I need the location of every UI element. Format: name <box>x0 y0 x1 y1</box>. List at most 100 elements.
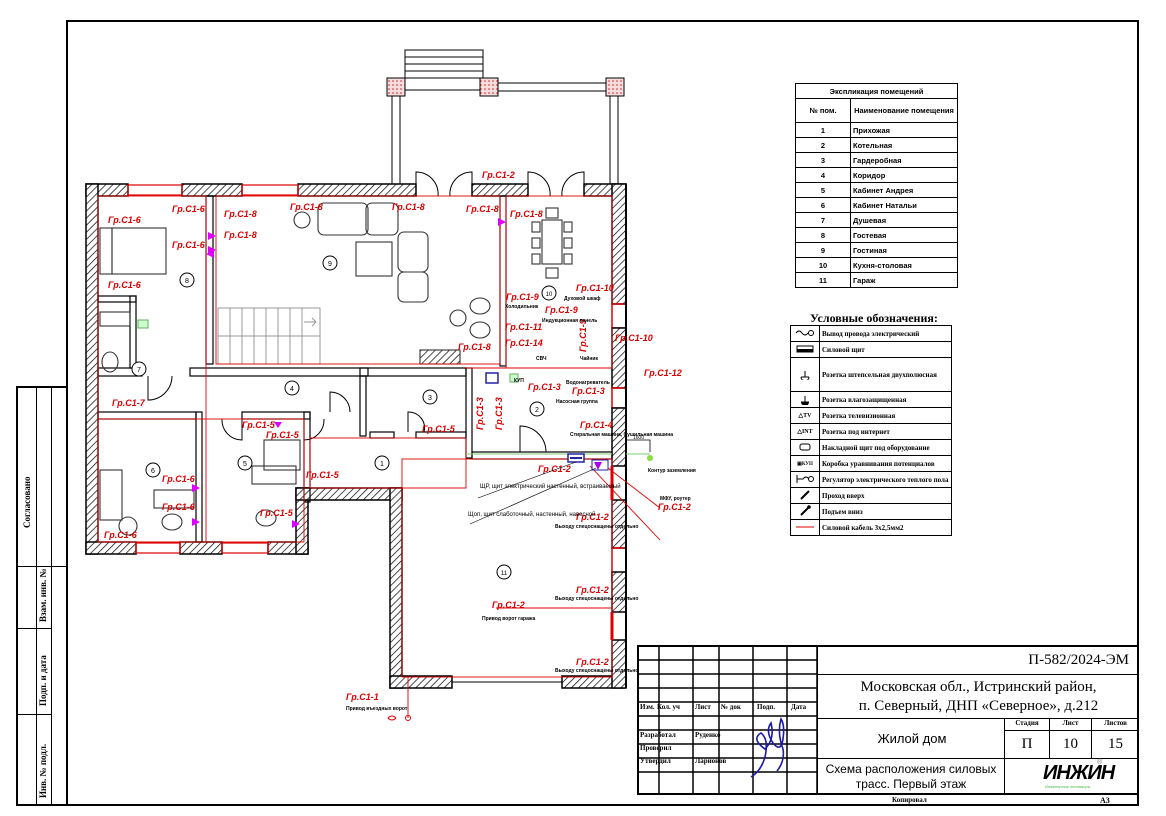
sheet-value: 10 <box>1050 731 1092 759</box>
circuit-label: Гр.С1-5 <box>266 430 300 440</box>
circuit-label: Гр.С1-12 <box>644 368 682 378</box>
circuit-label: Гр.С1-9 <box>545 305 578 315</box>
kup-box-icon <box>509 373 519 383</box>
head-data: Дата <box>791 703 807 711</box>
legend-label: Силовой кабель 3х2,5мм2 <box>819 519 952 536</box>
cable-routes <box>97 195 661 718</box>
circuit-labels: Гр.С1-2 Гр.С1-6 Гр.С1-6 Гр.С1-6 Гр.С1-6 … <box>104 170 691 702</box>
col-name-header: Наименование помещения <box>850 98 958 123</box>
circuit-label: Гр.С1-6 <box>104 530 138 540</box>
circuit-label: Гр.С1-9 <box>506 292 539 302</box>
ground-point-icon <box>647 455 653 461</box>
note: Выходу спецоснащены отдельно <box>555 668 638 674</box>
col-num-header: № пом. <box>795 98 851 123</box>
drawing-frame <box>66 20 1139 806</box>
circuit-label: Гр.С1-8 <box>290 202 323 212</box>
circuit-label: Гр.С1-3 <box>494 397 504 430</box>
room-name: Гараж <box>850 272 958 288</box>
logo-text: ИНЖИН <box>1043 762 1115 784</box>
head-podp: Подп. <box>757 703 776 711</box>
legend-label: Розетка под интернет <box>819 423 952 440</box>
room-name: Прихожая <box>850 122 958 138</box>
room-explication-table: Экспликация помещений № пом.Наименование… <box>795 83 958 288</box>
legend-label: Регулятор электрического теплого пола <box>819 471 952 488</box>
head-kol: Кол. уч <box>657 703 681 711</box>
note: Стиральная машина, Сушильная машина <box>570 432 673 438</box>
approver-name: Ларионов <box>695 757 727 765</box>
room-num: 4 <box>795 167 851 183</box>
legend-label: Розетка телевизионная <box>819 407 952 424</box>
legend-label: Розетка штепсельная двухполюсная <box>819 357 952 392</box>
note: Выходу спецоснащены отдельно <box>555 524 638 530</box>
note: СВЧ <box>536 356 547 362</box>
floor-heating-regulator-icon <box>137 319 149 329</box>
stage-value: П <box>1005 731 1050 759</box>
note: МФУ, роутер <box>660 496 691 502</box>
room-number: 4 <box>290 386 294 393</box>
circuit-label: Гр.С1-6 <box>162 474 196 484</box>
room-name: Душевая <box>850 212 958 228</box>
circuit-label: Гр.С1-5 <box>242 420 276 430</box>
legend-table: Вывод провода электрический Силовой щит … <box>790 325 952 536</box>
legend-label: Подъем вниз <box>819 503 952 520</box>
circuit-label: Гр.С1-8 <box>510 209 543 219</box>
staircase <box>217 307 321 365</box>
socket-internet-icon: △ <box>797 429 802 435</box>
circuit-label: Гр.С1-6 <box>108 215 142 225</box>
note: Насосная группа <box>556 399 598 405</box>
circuit-label: Гр.С1-6 <box>162 502 196 512</box>
wire-outlet-icon <box>795 329 814 336</box>
head-ndok: № док <box>721 703 741 711</box>
legend-item: Силовой кабель 3х2,5мм2 <box>790 519 952 536</box>
note: КУП <box>514 378 524 384</box>
room-name: Гостиная <box>850 242 958 258</box>
legend-item: Вывод провода электрический <box>790 325 952 342</box>
circuit-label: Гр.С1-5 <box>260 508 294 518</box>
legend-label: Накладной щит под оборудование <box>819 439 952 456</box>
porch <box>386 49 625 185</box>
sheets-label: Листов <box>1092 719 1139 731</box>
legend-item: Розетка штепсельная двухполюсная <box>790 357 952 392</box>
circuit-label: Гр.С1-2 <box>576 657 609 667</box>
circuit-label: Гр.С1-8 <box>466 204 499 214</box>
legend-label: Вывод провода электрический <box>819 325 952 342</box>
circuit-label: Гр.С1-5 <box>422 424 456 434</box>
room-num: 11 <box>795 272 851 288</box>
document-code: П-582/2024-ЭМ <box>1028 652 1129 668</box>
note: Холодильник <box>505 304 539 310</box>
rise-icon <box>800 504 811 516</box>
sheets-value: 15 <box>1092 731 1139 759</box>
room-num: 9 <box>795 242 851 258</box>
legend-title: Условные обозначения: <box>810 311 938 325</box>
circuit-label: Гр.С1-14 <box>505 338 543 348</box>
sheet-label: Лист <box>1050 719 1092 731</box>
room-number: 2 <box>535 407 539 414</box>
legend-tag: КУП <box>801 461 813 467</box>
note: Привод въездных ворот <box>346 706 408 712</box>
legend-label: Проход вверх <box>819 487 952 504</box>
wire-outlet-icon <box>387 715 397 721</box>
room-num: 6 <box>795 197 851 213</box>
shop-note: Щоп, щит слаботочный, настенный, навесно… <box>468 511 595 518</box>
sheet-title-line-2: трасс. Первый этаж <box>855 777 967 791</box>
circuit-label: Гр.С1-6 <box>172 204 206 214</box>
legend-tag: TV <box>803 413 812 419</box>
legend-item: Накладной щит под оборудование <box>790 439 952 456</box>
circuit-label: Гр.С1-10 <box>615 333 653 343</box>
explication-title: Экспликация помещений <box>795 83 958 99</box>
company-logo: ИНЖИН ® Инженерные инновации <box>1005 759 1139 795</box>
room-name: Кабинет Андрея <box>850 182 958 198</box>
room-number: 11 <box>501 571 508 577</box>
boiler-panel-icon <box>485 372 499 384</box>
circuit-label: Гр.С1-2 <box>576 585 609 595</box>
note: Индукционная панель <box>542 318 597 324</box>
note: Контур заземления <box>648 468 696 474</box>
floor-heating-regulator-icon <box>796 474 814 483</box>
room-number: 8 <box>185 278 189 285</box>
circuit-label: Гр.С1-2 <box>658 502 691 512</box>
room-number: 9 <box>328 261 332 268</box>
